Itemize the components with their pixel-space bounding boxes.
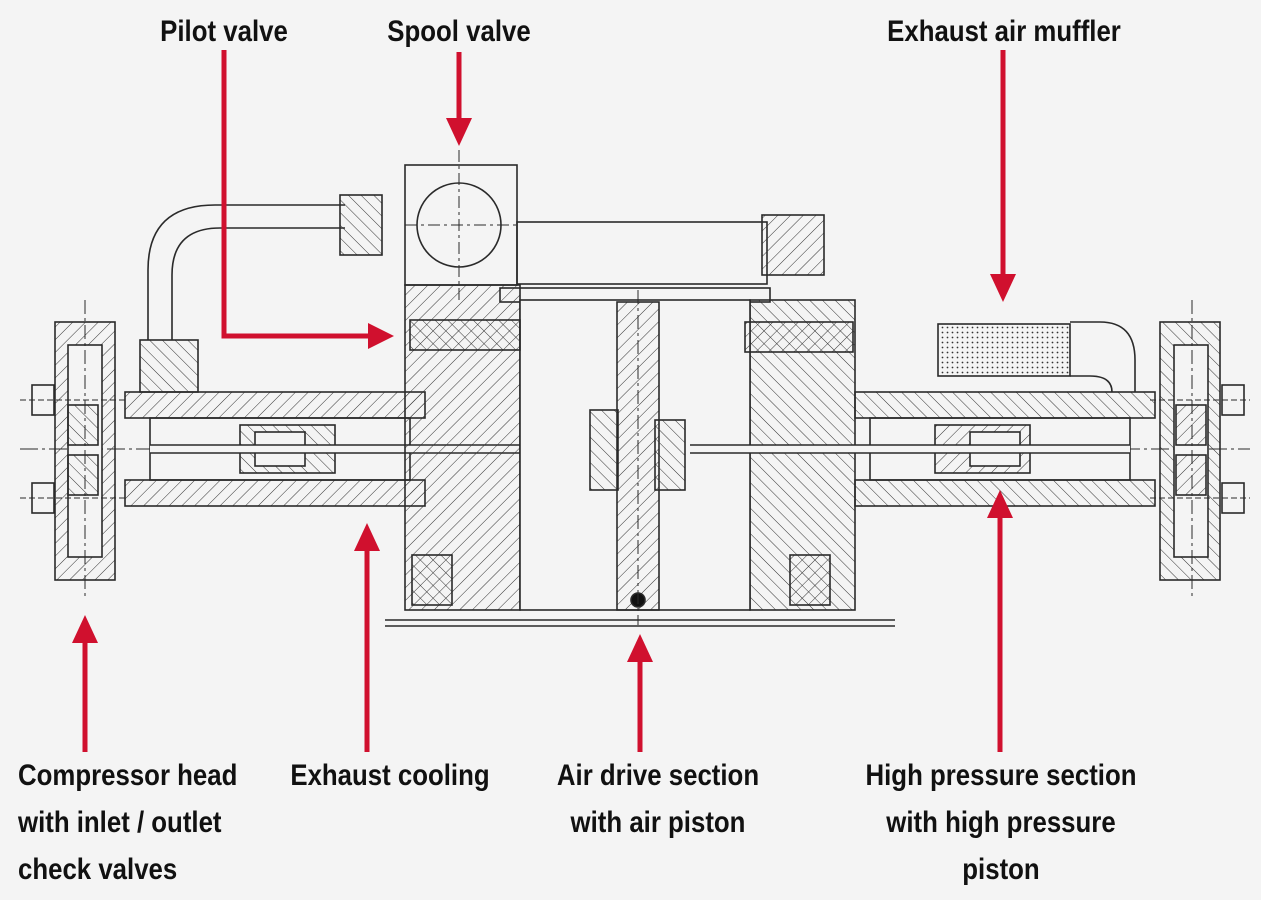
left-compressor-head xyxy=(20,300,125,600)
pilot-valve-arrow xyxy=(221,50,394,349)
compressor-head-arrow xyxy=(72,615,98,752)
high-pressure-label: High pressure section with high pressure… xyxy=(865,759,1137,886)
air-drive-section xyxy=(385,284,895,627)
right-compressor-head xyxy=(1150,300,1250,600)
muffler xyxy=(937,321,1136,393)
exhaust-cooling-label: Exhaust cooling xyxy=(290,759,490,792)
spool-valve-label: Spool valve xyxy=(387,15,531,48)
muffler-arrow xyxy=(990,50,1016,302)
pilot-valve-label: Pilot valve xyxy=(160,15,288,48)
compressor-head-label: Compressor head with inlet / outlet chec… xyxy=(18,759,238,886)
high-pressure-arrow xyxy=(987,490,1013,752)
right-cylinder xyxy=(690,391,1156,507)
air-drive-label: Air drive section with air piston xyxy=(556,759,760,839)
exhaust-muffler-label: Exhaust air muffler xyxy=(887,15,1121,48)
spool-valve-body xyxy=(404,150,825,303)
spool-valve-arrow xyxy=(446,52,472,146)
exhaust-cooling-arrow xyxy=(354,523,380,752)
air-drive-arrow xyxy=(627,634,653,752)
pilot-tube xyxy=(139,194,383,393)
